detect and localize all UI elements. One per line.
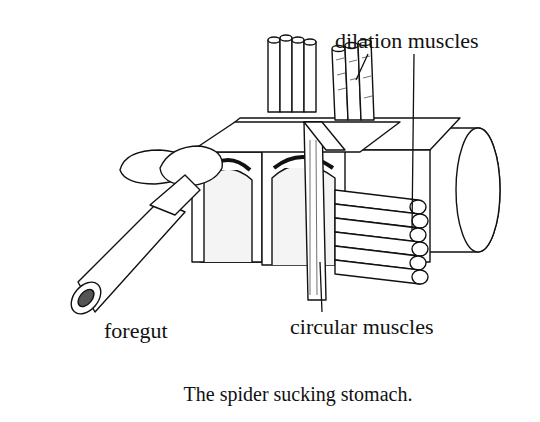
leader-line (412, 54, 414, 230)
part-label: foregut (104, 318, 168, 343)
part-label: circular muscles (290, 314, 434, 339)
leader-line (320, 262, 322, 312)
leader-line (356, 54, 368, 80)
part-label: dilation muscles (335, 28, 479, 53)
figure-caption: The spider sucking stomach. (184, 383, 413, 406)
